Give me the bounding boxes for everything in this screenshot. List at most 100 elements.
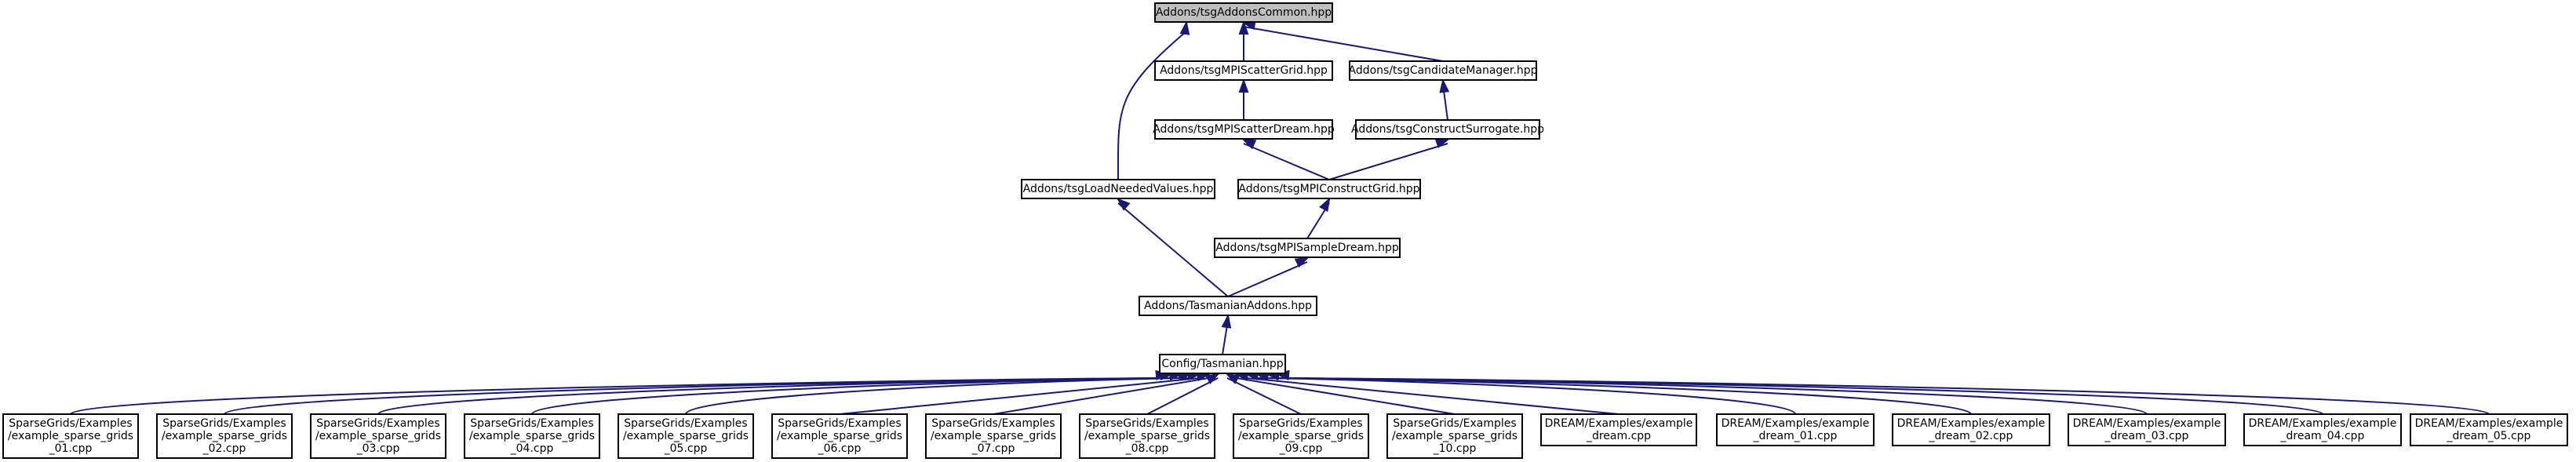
edge-line bbox=[1117, 202, 1229, 297]
node-sg08[interactable]: SparseGrids/Examples/example_sparse_grid… bbox=[1079, 413, 1215, 459]
node-dream04[interactable]: DREAM/Examples/example_dream_04.cpp bbox=[2243, 413, 2402, 446]
node-sg07[interactable]: SparseGrids/Examples/example_sparse_grid… bbox=[925, 413, 1062, 459]
edge-config-includes-tasmanian-addons bbox=[1221, 314, 1232, 355]
node-scatter-grid[interactable]: Addons/tsgMPIScatterGrid.hpp bbox=[1154, 60, 1333, 81]
node-box bbox=[618, 413, 754, 459]
node-box bbox=[771, 413, 908, 459]
node-label: _04.cpp bbox=[510, 442, 554, 455]
edge-arrowhead bbox=[1116, 198, 1131, 211]
node-label: _09.cpp bbox=[1279, 442, 1323, 455]
node-dream01[interactable]: DREAM/Examples/example_dream_01.cpp bbox=[1716, 413, 1875, 446]
node-construct-surrogate[interactable]: Addons/tsgConstructSurrogate.hpp bbox=[1351, 119, 1544, 140]
node-label: Addons/tsgCandidateManager.hpp bbox=[1349, 64, 1538, 77]
node-box bbox=[1233, 413, 1369, 459]
edge-line bbox=[1146, 377, 1219, 415]
node-label: /example_sparse_grids bbox=[1084, 430, 1210, 442]
edge-line bbox=[1227, 261, 1308, 297]
node-label: DREAM/Examples/example bbox=[2073, 417, 2221, 430]
node-sg06[interactable]: SparseGrids/Examples/example_sparse_grid… bbox=[771, 413, 908, 459]
node-label: /example_sparse_grids bbox=[1238, 430, 1364, 442]
node-scatter-dream[interactable]: Addons/tsgMPIScatterDream.hpp bbox=[1153, 119, 1335, 140]
node-label: _07.cpp bbox=[971, 442, 1015, 455]
edge-construct-grid-includes-construct-surrogate bbox=[1328, 138, 1450, 180]
node-tasmanian-addons[interactable]: Addons/TasmanianAddons.hpp bbox=[1139, 296, 1317, 316]
node-box bbox=[1237, 179, 1421, 199]
node-label: Config/Tasmanian.hpp bbox=[1161, 358, 1283, 370]
node-label: /example_sparse_grids bbox=[8, 430, 133, 442]
node-box bbox=[925, 413, 1062, 459]
edge-line bbox=[993, 377, 1209, 415]
node-box bbox=[1021, 179, 1215, 199]
edge-line bbox=[839, 377, 1200, 415]
edge-arrowhead bbox=[1225, 373, 1241, 384]
node-sg09[interactable]: SparseGrids/Examples/example_sparse_grid… bbox=[1233, 413, 1369, 459]
node-box bbox=[1214, 238, 1401, 258]
node-label: SparseGrids/Examples bbox=[1239, 417, 1362, 430]
node-dream05[interactable]: DREAM/Examples/example_dream_05.cpp bbox=[2410, 413, 2568, 446]
node-box bbox=[1154, 60, 1333, 81]
node-label: _dream_05.cpp bbox=[2447, 430, 2531, 442]
node-box bbox=[1079, 413, 1215, 459]
edge-arrowhead bbox=[1221, 314, 1232, 329]
node-label: SparseGrids/Examples bbox=[470, 417, 593, 430]
node-label: DREAM/Examples/example bbox=[1545, 417, 1693, 430]
node-dream02[interactable]: DREAM/Examples/example_dream_02.cpp bbox=[1892, 413, 2050, 446]
node-label: DREAM/Examples/example bbox=[2249, 417, 2397, 430]
node-label: _08.cpp bbox=[1125, 442, 1169, 455]
edge-tasmanian-addons-includes-load-needed bbox=[1116, 198, 1229, 297]
node-label: /example_sparse_grids bbox=[623, 430, 749, 442]
node-dream03[interactable]: DREAM/Examples/example_dream_03.cpp bbox=[2068, 413, 2226, 446]
node-box bbox=[1154, 2, 1333, 23]
node-candidate[interactable]: Addons/tsgCandidateManager.hpp bbox=[1349, 60, 1538, 81]
edge-sample-dream-includes-construct-grid bbox=[1306, 197, 1331, 239]
node-box bbox=[1540, 413, 1697, 446]
edge-tasmanian-addons-includes-sample-dream bbox=[1227, 256, 1310, 297]
node-construct-grid[interactable]: Addons/tsgMPIConstructGrid.hpp bbox=[1237, 179, 1421, 199]
node-label: _dream_02.cpp bbox=[1929, 430, 2013, 442]
node-label: /example_sparse_grids bbox=[931, 430, 1056, 442]
node-label: Addons/TasmanianAddons.hpp bbox=[1144, 300, 1312, 312]
node-box bbox=[2, 413, 139, 459]
node-label: Addons/tsgMPISampleDream.hpp bbox=[1215, 242, 1399, 254]
node-box bbox=[1159, 354, 1286, 374]
edge-sg08-includes-config bbox=[1146, 373, 1220, 415]
node-label: DREAM/Examples/example bbox=[1897, 417, 2046, 430]
node-label: SparseGrids/Examples bbox=[162, 417, 286, 430]
node-box bbox=[156, 413, 293, 459]
node-sg03[interactable]: SparseGrids/Examples/example_sparse_grid… bbox=[310, 413, 446, 459]
node-label: /example_sparse_grids bbox=[315, 430, 441, 442]
node-config[interactable]: Config/Tasmanian.hpp bbox=[1159, 354, 1286, 374]
edge-line bbox=[1117, 31, 1187, 180]
node-dream[interactable]: DREAM/Examples/example_dream.cpp bbox=[1540, 413, 1697, 446]
node-common[interactable]: Addons/tsgAddonsCommon.hpp bbox=[1154, 2, 1333, 23]
node-sample-dream[interactable]: Addons/tsgMPISampleDream.hpp bbox=[1214, 238, 1401, 258]
node-label: _10.cpp bbox=[1433, 442, 1477, 455]
edge-line bbox=[1226, 377, 1302, 415]
node-sg10[interactable]: SparseGrids/Examples/example_sparse_grid… bbox=[1386, 413, 1523, 459]
edge-arrowhead bbox=[1294, 256, 1310, 268]
node-label: SparseGrids/Examples bbox=[1085, 417, 1208, 430]
node-box bbox=[1386, 413, 1523, 459]
node-sg04[interactable]: SparseGrids/Examples/example_sparse_grid… bbox=[464, 413, 600, 459]
node-box bbox=[2068, 413, 2226, 446]
node-label: /example_sparse_grids bbox=[777, 430, 902, 442]
node-label: Addons/tsgLoadNeededValues.hpp bbox=[1023, 183, 1214, 195]
node-label: /example_sparse_grids bbox=[162, 430, 287, 442]
edge-line bbox=[531, 377, 1182, 415]
edge-arrowhead bbox=[1238, 78, 1249, 93]
node-label: Addons/tsgMPIScatterDream.hpp bbox=[1153, 123, 1335, 136]
edge-construct-surrogate-includes-candidate bbox=[1439, 78, 1450, 121]
node-sg01[interactable]: SparseGrids/Examples/example_sparse_grid… bbox=[2, 413, 139, 459]
edge-dream04-includes-config bbox=[1275, 369, 2323, 415]
node-box bbox=[1716, 413, 1875, 446]
node-label: Addons/tsgMPIConstructGrid.hpp bbox=[1238, 183, 1419, 195]
node-label: _02.cpp bbox=[202, 442, 246, 455]
node-label: _06.cpp bbox=[818, 442, 862, 455]
edge-line bbox=[1246, 377, 1620, 415]
node-box bbox=[2410, 413, 2568, 446]
node-load-needed[interactable]: Addons/tsgLoadNeededValues.hpp bbox=[1021, 179, 1215, 199]
node-sg02[interactable]: SparseGrids/Examples/example_sparse_grid… bbox=[156, 413, 293, 459]
node-sg05[interactable]: SparseGrids/Examples/example_sparse_grid… bbox=[618, 413, 754, 459]
